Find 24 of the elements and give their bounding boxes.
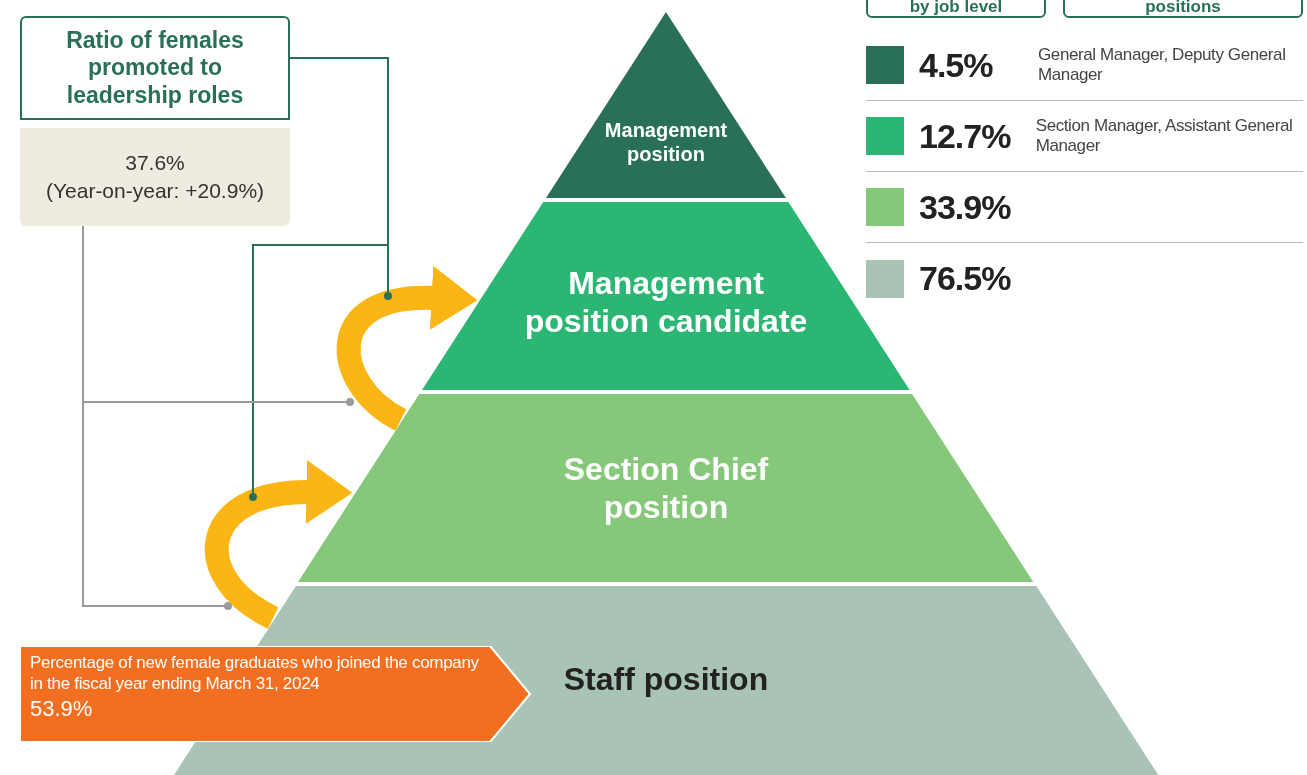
title-box — [20, 16, 290, 120]
pyramid-tier — [298, 394, 1034, 582]
pyramid-tier — [546, 12, 786, 198]
value-text: (Year-on-year: +20.9%) — [45, 178, 265, 204]
legend-value: 76.5% — [919, 258, 1012, 299]
value-box — [20, 128, 290, 226]
tier-label: Section Chief position — [562, 450, 770, 527]
header-text: positions — [1145, 0, 1221, 15]
legend-value: 33.9% — [919, 186, 1012, 228]
tier-label: Staff position — [562, 660, 770, 699]
value-text: 37.6% — [125, 149, 185, 176]
pentagon-callout — [20, 646, 532, 742]
legend-value: 12.7% — [919, 115, 1012, 157]
tier-label: Management position candidate — [523, 264, 809, 341]
box-title: Ratio of females promoted to leadership roles — [65, 26, 245, 110]
leader-line — [249, 57, 389, 501]
header-text: by job level — [909, 0, 1003, 15]
position-description: Section Manager, Assistant General Manager — [1035, 115, 1294, 157]
legend-value: 4.5% — [919, 44, 994, 86]
callout-text: Percentage of new female graduates who joined the company in the fiscal year ending March 31, 2024 — [30, 652, 480, 695]
tier-label: Management position — [603, 118, 729, 166]
pyramid-tier — [422, 202, 910, 390]
callout-value: 53.9% — [30, 694, 94, 722]
position-description: General Manager, Deputy General Manager — [1038, 44, 1287, 86]
